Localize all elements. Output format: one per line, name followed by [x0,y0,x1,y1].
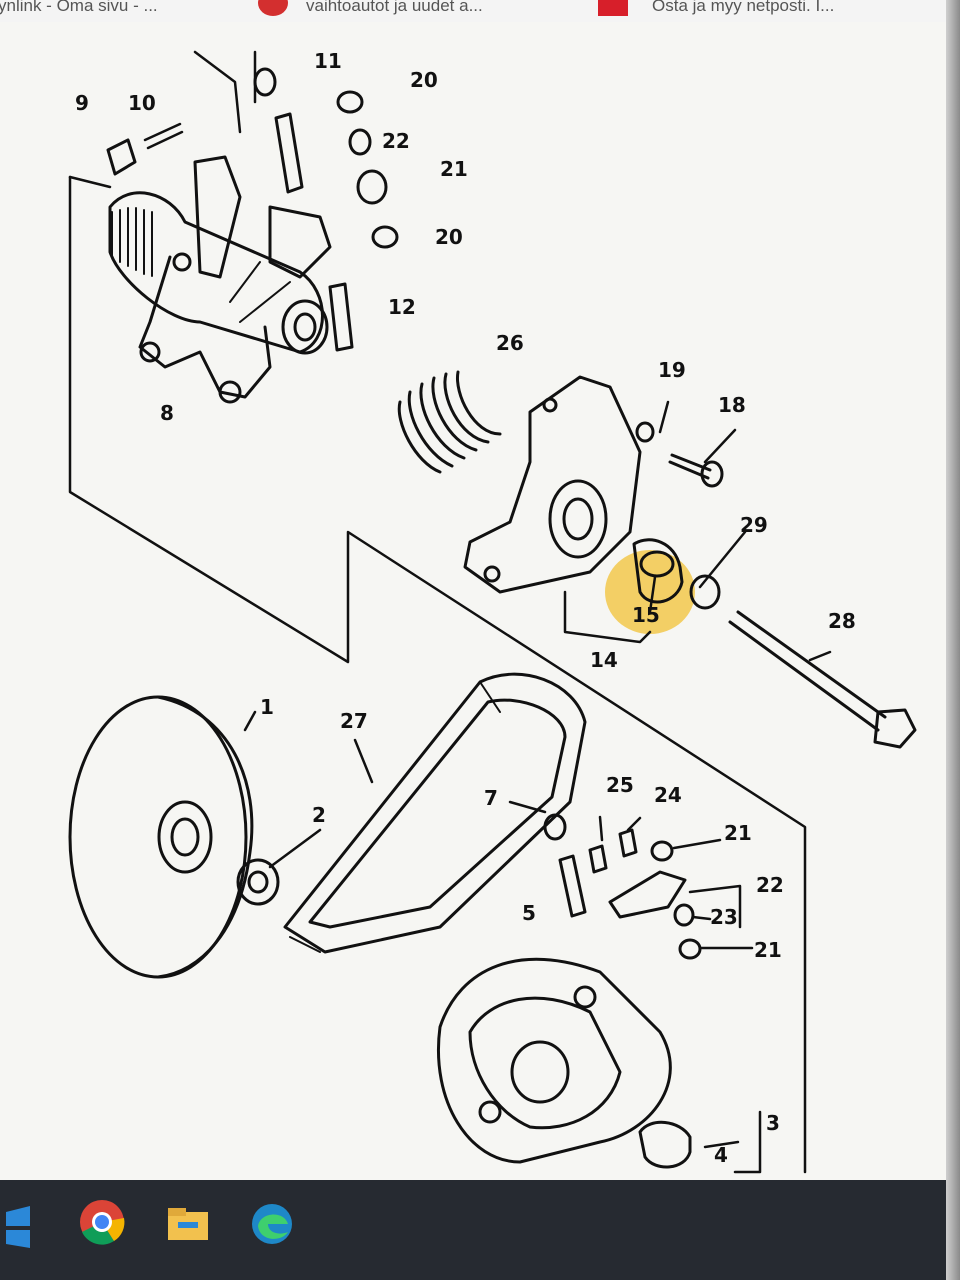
label-21b: 21 [754,938,782,962]
label-7: 7 [484,786,498,810]
label-16: 18 [718,393,746,417]
label-24: 24 [654,783,682,807]
chrome-icon[interactable] [74,1192,130,1252]
part-26-spring [397,370,502,474]
exploded-view-drawing: 9 10 11 20 22 21 20 12 8 26 19 18 29 15 … [68,49,917,1174]
label-26: 26 [496,331,524,355]
part-8-spider-assembly [108,155,332,404]
label-5: 5 [522,901,536,925]
bookmark-2[interactable]: vaihtoautot ja uudet a... [306,0,483,15]
label-21a: 21 [724,821,752,845]
label-28: 28 [828,609,856,633]
label-15: 15 [632,603,660,627]
part-labels: 9 10 11 20 22 21 20 12 8 26 19 18 29 15 … [75,49,856,1167]
label-10: 10 [128,91,156,115]
label-3: 3 [766,1111,780,1135]
label-14: 14 [590,648,618,672]
bookmark-3[interactable]: Osta ja myy netposti. I... [652,0,835,15]
bookmark-1[interactable]: ynlink - Oma sivu - ... [0,0,158,15]
windows-taskbar [0,1180,960,1280]
label-22: 22 [756,873,784,897]
bookmark-favicon-icon [598,0,628,16]
label-20: 22 [382,129,410,153]
windows-start-icon[interactable] [0,1192,56,1252]
label-17: 19 [658,358,686,382]
label-9: 9 [75,91,89,115]
label-25: 25 [606,773,634,797]
monitor-bezel [946,0,960,1280]
edge-icon[interactable] [244,1192,300,1252]
part-14-spider-plate [463,375,642,594]
label-18a: 20 [410,68,438,92]
bookmark-favicon-icon [258,0,288,16]
label-11: 11 [314,49,342,73]
label-19: 21 [440,157,468,181]
parts-diagram: 9 10 11 20 22 21 20 12 8 26 19 18 29 15 … [0,22,960,1180]
bookmarks-bar: ynlink - Oma sivu - ... vaihtoautot ja u… [0,0,960,23]
label-12: 12 [388,295,416,319]
label-2: 2 [312,803,326,827]
label-18b: 20 [435,225,463,249]
label-23: 23 [710,905,738,929]
part-27-belt [283,672,587,954]
part-1-sheave [68,695,254,979]
label-29: 29 [740,513,768,537]
part-3-driven-clutch [437,957,672,1164]
label-1: 1 [260,695,274,719]
label-4: 4 [714,1143,728,1167]
file-explorer-icon[interactable] [160,1192,216,1252]
label-27: 27 [340,709,368,733]
label-8: 8 [160,401,174,425]
